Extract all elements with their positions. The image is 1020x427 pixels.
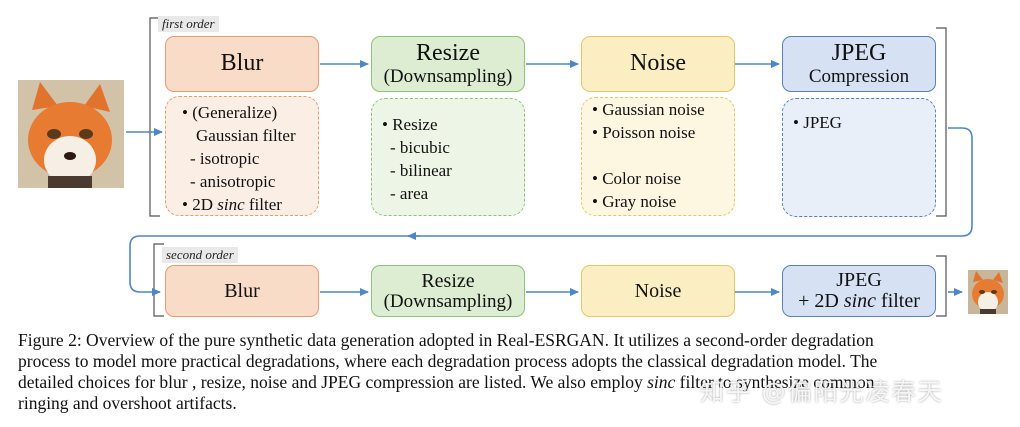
- jpeg-box-first: JPEG Compression: [782, 36, 936, 92]
- resize2-title: Resize: [421, 269, 475, 292]
- caption-line-3: detailed choices for blur , resize, nois…: [18, 372, 875, 392]
- resize-detail-2: - bilinear: [390, 161, 452, 180]
- figure-caption: Figure 2: Overview of the pure synthetic…: [18, 330, 1010, 414]
- noise-detail-2: • Color noise: [592, 169, 682, 188]
- blur-detail-1: Gaussian filter: [196, 126, 296, 145]
- first-order-tag: first order: [158, 16, 219, 32]
- second-order-tag: second order: [162, 247, 238, 263]
- jpeg-title: JPEG: [831, 40, 887, 67]
- resize-detail-0: • Resize: [382, 115, 438, 134]
- noise-box-first: Noise: [581, 36, 735, 92]
- fox-input-image: [18, 80, 124, 188]
- resize2-subtitle: (Downsampling): [383, 290, 513, 312]
- jpeg-detail-0: • JPEG: [793, 113, 842, 132]
- jpeg-details: • JPEG: [782, 98, 936, 217]
- noise-detail-1: • Poisson noise: [592, 123, 696, 142]
- fox-output-image: [968, 270, 1008, 314]
- blur-details: • (Generalize) Gaussian filter - isotrop…: [165, 96, 319, 216]
- resize-detail-3: - area: [390, 184, 429, 203]
- noise2-title: Noise: [634, 279, 682, 302]
- blur-detail-4: • 2D sinc filter: [182, 195, 282, 214]
- blur-detail-3: - anisotropic: [190, 172, 276, 191]
- noise-title: Noise: [630, 50, 686, 77]
- noise-detail-3: • Gray noise: [592, 192, 677, 211]
- jpeg-subtitle: Compression: [808, 65, 910, 87]
- jpeg2-subtitle: + 2D sinc filter: [798, 290, 920, 312]
- resize-box-second: Resize (Downsampling): [371, 265, 525, 317]
- jpeg2-title: JPEG: [836, 269, 882, 291]
- jpeg-box-second: JPEG + 2D sinc filter: [782, 265, 936, 317]
- noise-details: • Gaussian noise • Poisson noise • Color…: [581, 97, 735, 216]
- caption-line-4: ringing and overshoot artifacts.: [18, 393, 237, 413]
- second-order-right-bracket: [936, 255, 947, 317]
- resize-detail-1: - bicubic: [390, 138, 450, 157]
- resize-details: • Resize - bicubic - bilinear - area: [371, 98, 525, 216]
- resize-title: Resize: [416, 40, 480, 67]
- first-order-left-bracket: [149, 17, 160, 217]
- blur-detail-0: • (Generalize): [182, 103, 278, 122]
- resize-subtitle: (Downsampling): [383, 65, 513, 87]
- blur-box-second: Blur: [165, 265, 319, 317]
- resize-box-first: Resize (Downsampling): [371, 36, 525, 92]
- watermark-text: 知乎 @偏阳光凌春天: [700, 378, 944, 406]
- noise-box-second: Noise: [581, 265, 735, 317]
- blur-box-first: Blur: [165, 36, 319, 92]
- caption-line-1: Figure 2: Overview of the pure synthetic…: [18, 330, 874, 350]
- first-order-right-bracket: [936, 27, 947, 217]
- noise-detail-0: • Gaussian noise: [592, 100, 705, 119]
- blur-detail-2: - isotropic: [190, 149, 260, 168]
- blur2-title: Blur: [224, 279, 260, 302]
- second-order-left-bracket: [153, 243, 164, 317]
- caption-line-2: process to model more practical degradat…: [18, 351, 878, 371]
- arrow-first-to-second-order: [129, 127, 973, 296]
- blur-title: Blur: [220, 50, 264, 77]
